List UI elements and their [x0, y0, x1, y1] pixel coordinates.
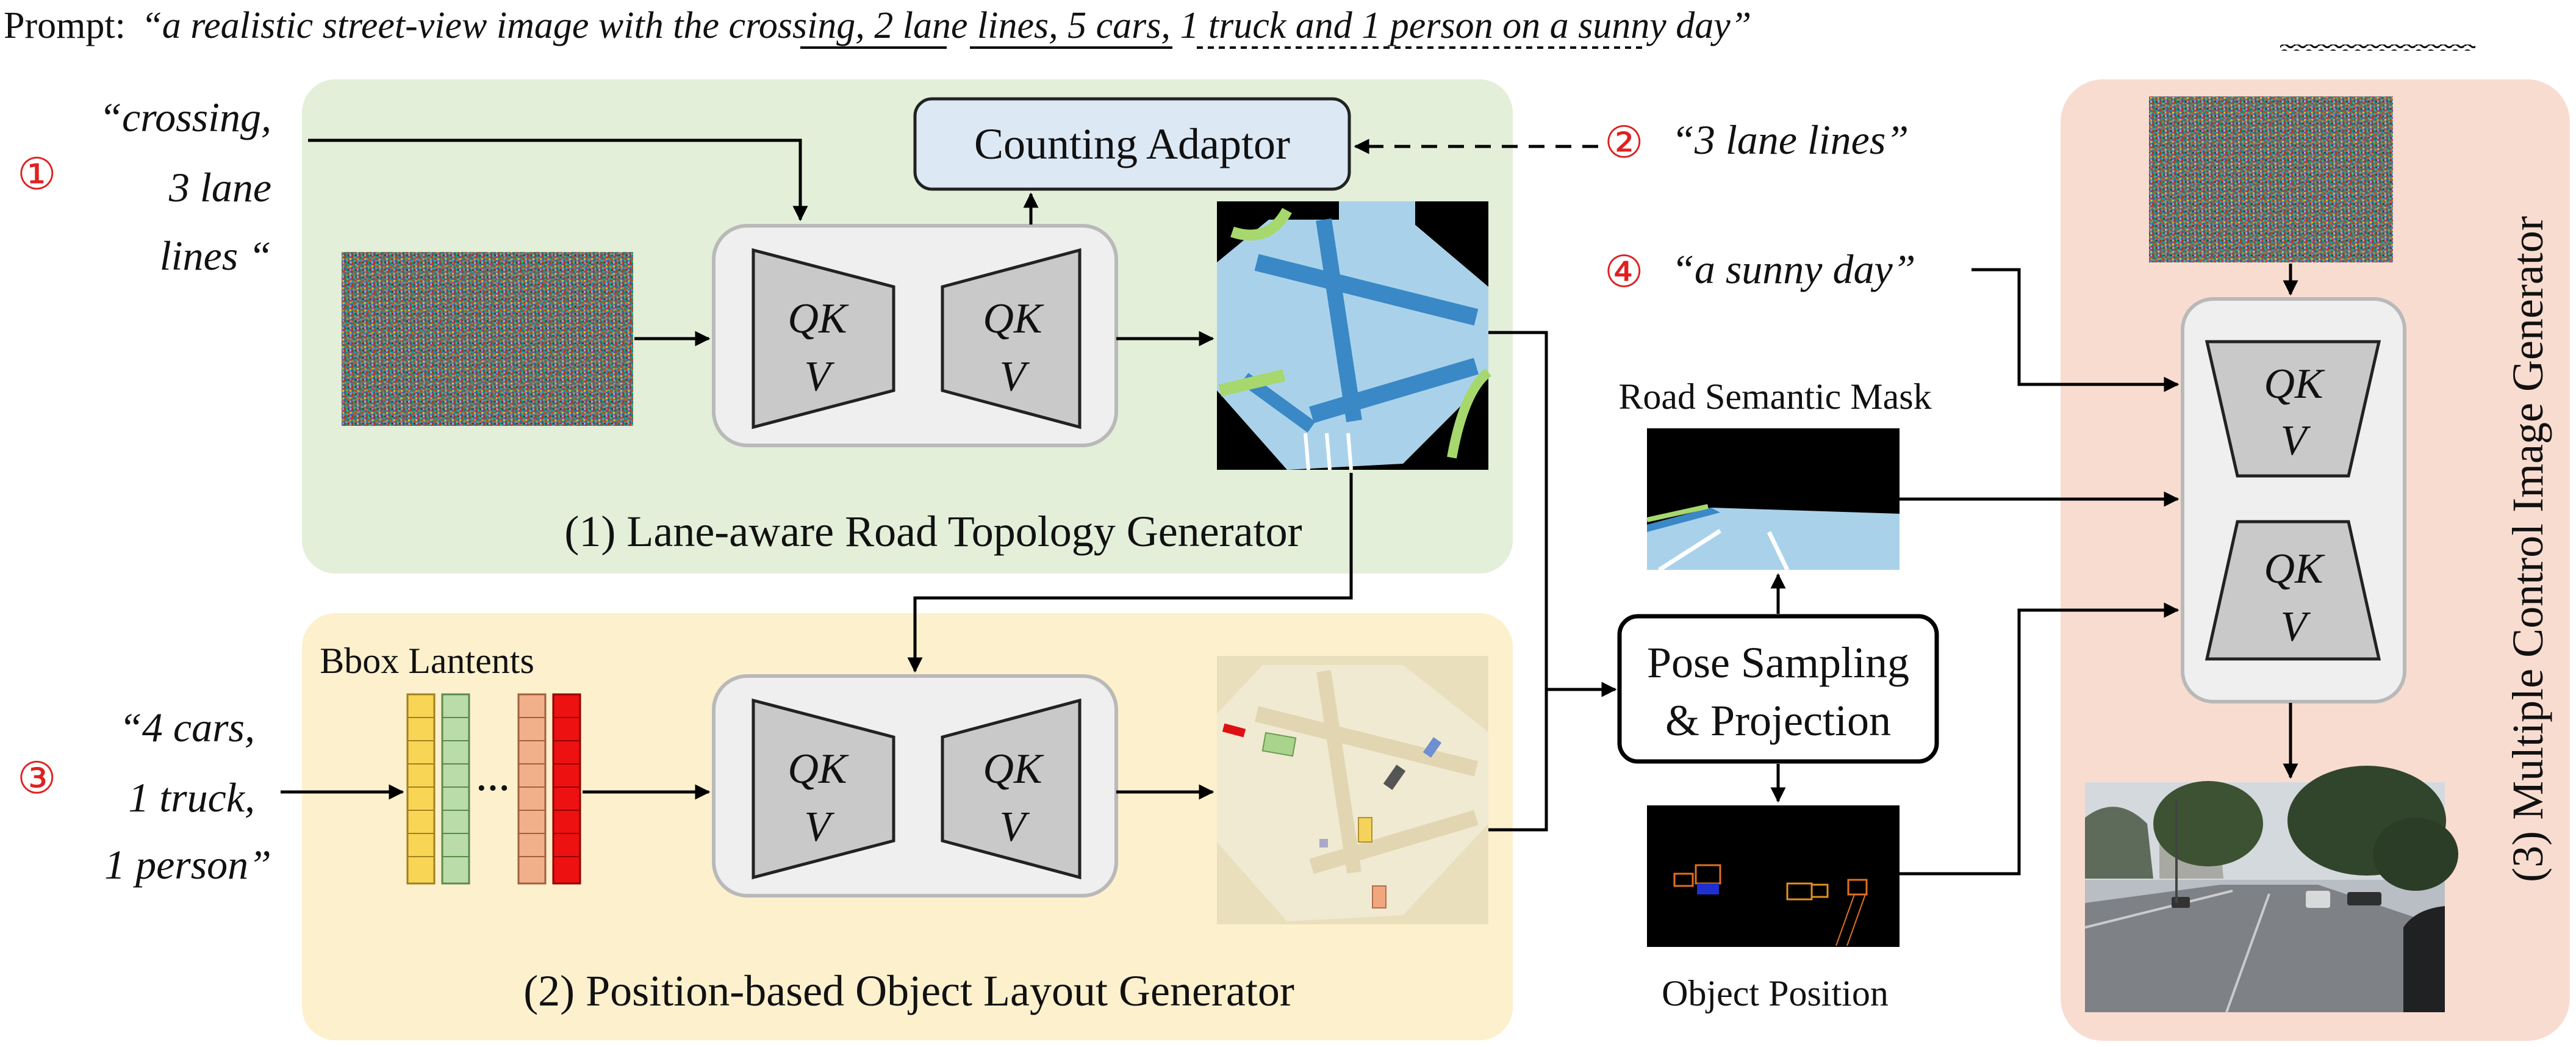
- step3-number: ③: [17, 754, 57, 803]
- step3-line1: “4 cars,: [119, 704, 255, 750]
- step4-text: “a sunny day”: [1671, 246, 1915, 292]
- object-position-image: [1647, 805, 1900, 947]
- image-generator-title: (3) Multiple Control Image Generator: [2503, 216, 2552, 882]
- v-label: V: [1000, 804, 1030, 851]
- prompt-objects: 5 cars, 1 truck and 1 person: [1067, 5, 1493, 46]
- v-label: V: [805, 353, 835, 400]
- v-label: V: [2281, 417, 2311, 464]
- layout-title: (2) Position-based Object Layout Generat…: [523, 966, 1294, 1015]
- object-position-label: Object Position: [1662, 973, 1889, 1013]
- prompt-on: on: [1493, 5, 1550, 46]
- road-mask-label: Road Semantic Mask: [1618, 376, 1931, 417]
- encoder-trapezoid: [752, 698, 895, 880]
- step1-line2: 3 lane: [168, 164, 271, 210]
- road-topology-map: [1217, 201, 1492, 470]
- encoder-trapezoid: [2205, 340, 2381, 478]
- connector-arrows: [281, 139, 2298, 876]
- arrow-topology-to-layout: [907, 473, 1353, 673]
- qk-label: QK: [983, 746, 1044, 793]
- prompt-line: Prompt: “a realistic street-view image w…: [4, 5, 1751, 46]
- prompt-lanes: 2 lane lines: [874, 5, 1049, 46]
- pose-line1: Pose Sampling: [1647, 638, 1909, 687]
- encoder-trapezoid: [752, 248, 895, 430]
- prompt-open-quote: “: [141, 5, 162, 46]
- prompt-comma: ,: [1049, 5, 1067, 46]
- step4-number: ④: [1604, 248, 1644, 297]
- bbox-latents-label: Bbox Lantents: [320, 641, 534, 681]
- counting-adaptor-label: Counting Adaptor: [974, 120, 1290, 168]
- qk-label: QK: [2264, 361, 2325, 408]
- decoder-trapezoid: [941, 248, 1082, 430]
- arrow-objects-to-generator: [1900, 602, 2180, 876]
- qk-label: QK: [2264, 545, 2325, 592]
- prompt-comma: ,: [855, 5, 874, 46]
- underline-weather: [2280, 45, 2475, 51]
- prompt-crossing: crossing: [728, 5, 855, 46]
- topology-title: (1) Lane-aware Road Topology Generator: [564, 507, 1302, 556]
- prompt-label: Prompt:: [4, 5, 126, 46]
- object-layout-map: [1217, 656, 1488, 924]
- road-semantic-mask-image: [1646, 428, 1900, 572]
- qk-label: QK: [788, 295, 849, 342]
- step1-line3: lines “: [160, 232, 271, 279]
- step1-number: ①: [17, 150, 57, 199]
- qk-label: QK: [983, 295, 1044, 342]
- pose-line2: & Projection: [1665, 696, 1891, 745]
- arrow-layout-to-pose: [1488, 689, 1548, 832]
- v-label: V: [2281, 603, 2311, 650]
- decoder-trapezoid: [941, 698, 1082, 880]
- step1-line1: “crossing,: [99, 94, 271, 140]
- step3-line2: 1 truck,: [128, 774, 255, 821]
- arrow-text-to-topology: [308, 139, 808, 221]
- v-label: V: [1000, 353, 1030, 400]
- step2-text: “3 lane lines”: [1671, 117, 1909, 163]
- step2-number: ②: [1604, 118, 1644, 167]
- latent-ellipsis: ···: [476, 769, 510, 807]
- arrow-topology-to-pose: [1488, 331, 1617, 697]
- generated-street-image: [2084, 766, 2458, 1013]
- decoder-trapezoid: [2205, 520, 2381, 661]
- prompt-weather: a sunny day: [1550, 5, 1731, 46]
- prompt-close-quote: ”: [1731, 5, 1751, 46]
- counting-adaptor-box: [913, 97, 1351, 191]
- pose-sampling-box: [1617, 614, 1939, 764]
- prompt-segment: a realistic street-view image with the: [162, 5, 729, 46]
- bbox-latent-stack: [406, 693, 581, 885]
- qk-label: QK: [788, 746, 849, 793]
- step3-line3: 1 person”: [104, 841, 271, 888]
- arrow-weather-to-generator: [1971, 268, 2180, 392]
- v-label: V: [805, 804, 835, 851]
